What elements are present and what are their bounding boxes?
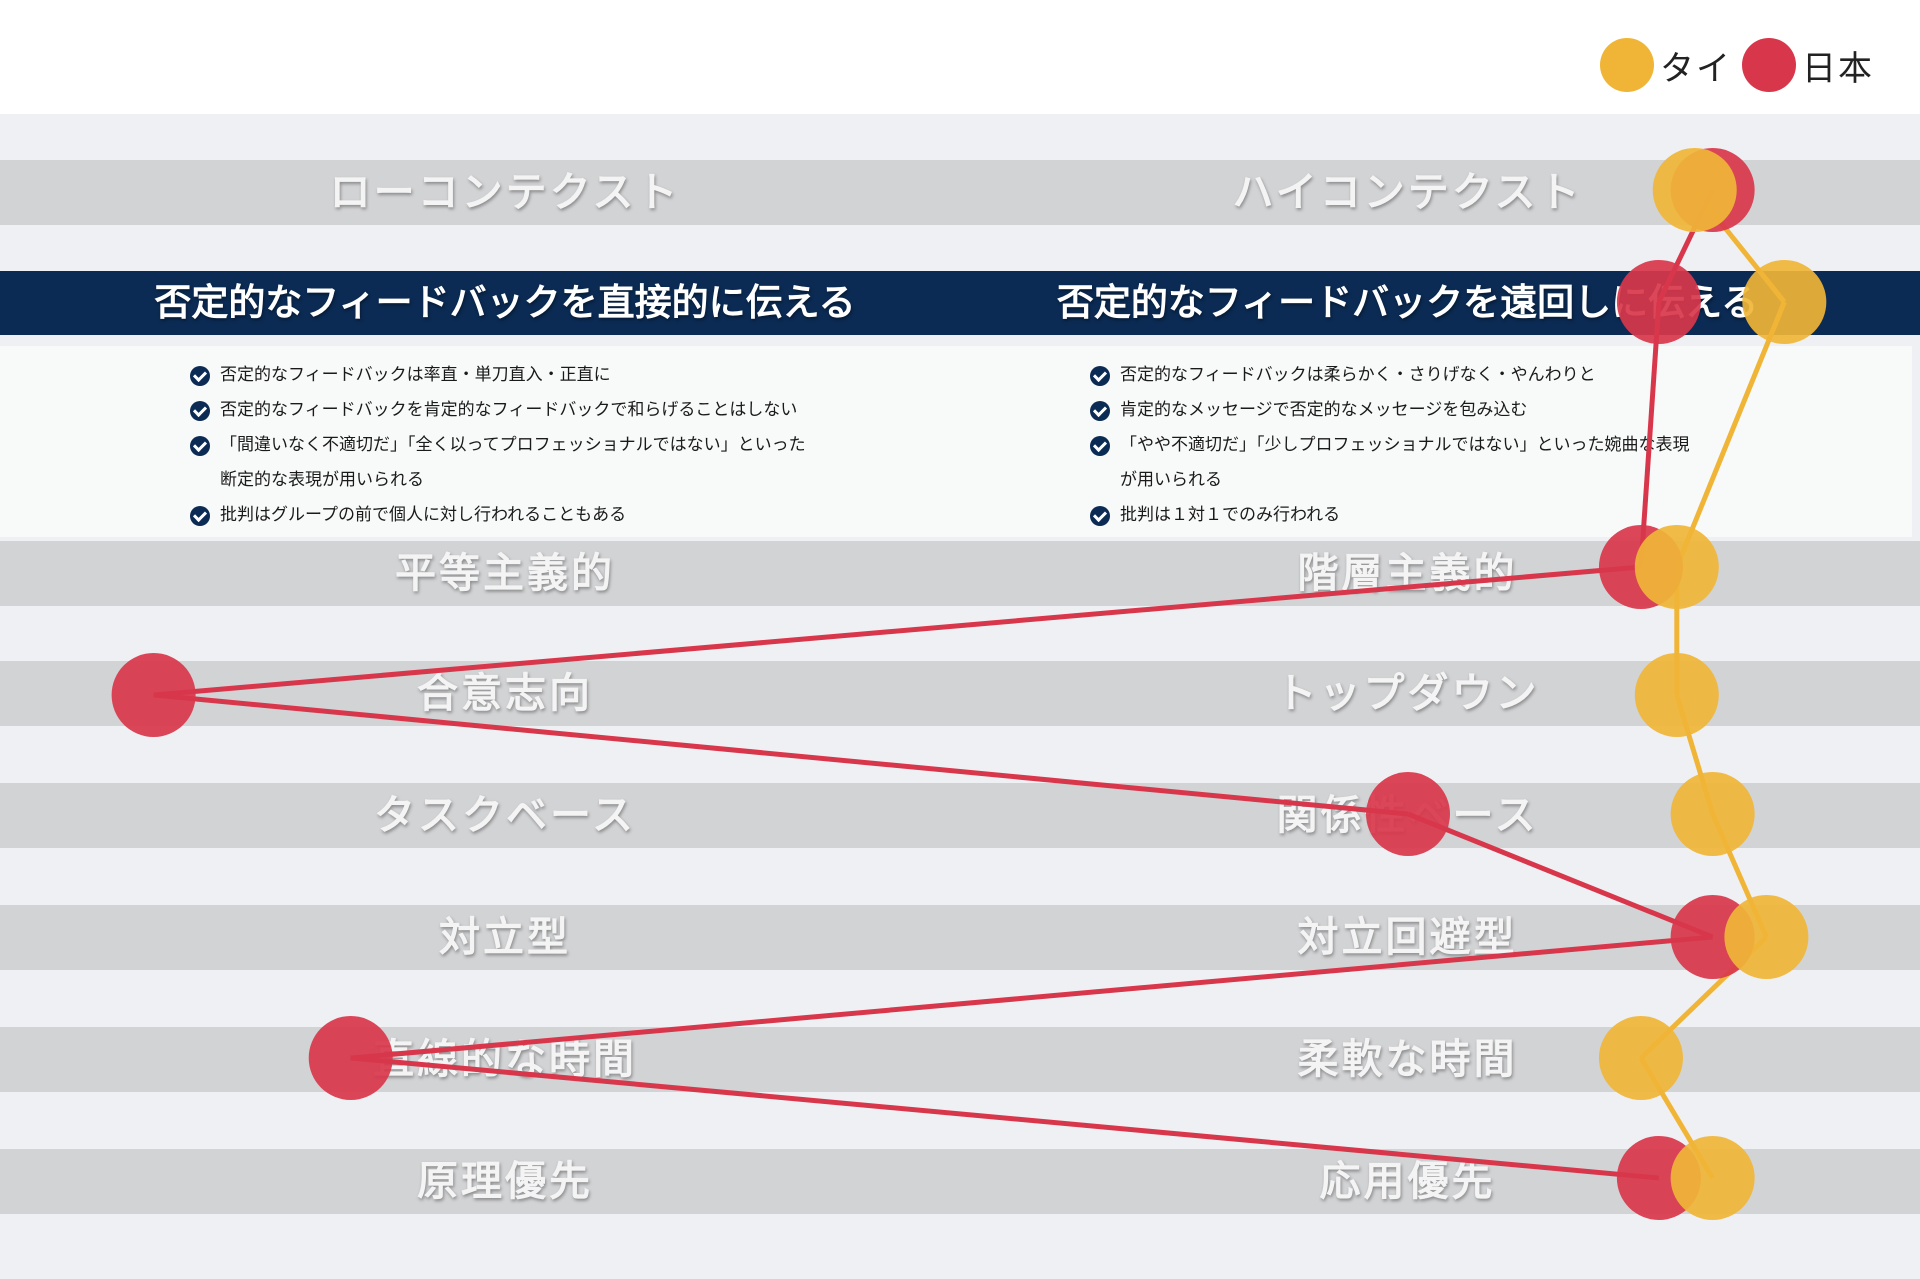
detail-box	[0, 346, 1912, 537]
thailand-data-point	[1598, 1016, 1683, 1100]
check-icon	[190, 401, 210, 421]
detail-item: 批判はグループの前で個人に対し行われることもある	[190, 498, 806, 533]
detail-list-left: 否定的なフィードバックは率直・単刀直入・正直に 否定的なフィードバックを肯定的な…	[190, 358, 806, 533]
japan-data-point	[111, 653, 196, 737]
row-left-label: ローコンテクスト	[329, 168, 681, 216]
check-icon	[1090, 366, 1110, 386]
japan-data-point	[1616, 260, 1701, 344]
row-left-label: 否定的なフィードバックを直接的に伝える	[154, 281, 856, 324]
japan-data-point	[1366, 772, 1450, 856]
check-icon	[1090, 436, 1110, 456]
row-band	[0, 1149, 1920, 1214]
row-band	[0, 661, 1920, 726]
thailand-data-point	[1634, 653, 1719, 737]
check-icon	[190, 366, 210, 386]
row-right-label: 対立回避型	[1297, 913, 1518, 961]
thailand-data-point	[1742, 260, 1827, 344]
detail-item: 否定的なフィードバックを肯定的なフィードバックで和らげることはしない	[190, 393, 806, 428]
row-band	[0, 783, 1920, 848]
detail-item: 否定的なフィードバックは柔らかく・さりげなく・やんわりと	[1090, 358, 1690, 393]
japan-line-segment	[350, 1055, 1660, 1181]
japan-line-segment	[153, 692, 1409, 817]
row-left-label: 平等主義的	[395, 549, 615, 597]
row-right-label: トップダウン	[1275, 669, 1540, 717]
legend-item-thailand: タイ	[1600, 38, 1732, 92]
detail-item: 否定的なフィードバックは率直・単刀直入・正直に	[190, 358, 806, 393]
detail-item: 「やや不適切だ」「少しプロフェッショナルではない」といった婉曲な表現が用いられる	[1090, 428, 1690, 498]
row-right-label: 柔軟な時間	[1297, 1035, 1518, 1083]
legend: タイ 日本	[1600, 38, 1884, 92]
japan-line-segment	[1407, 811, 1714, 940]
detail-item: 批判は１対１でのみ行われる	[1090, 498, 1690, 533]
check-icon	[190, 436, 210, 456]
detail-list-right: 否定的なフィードバックは柔らかく・さりげなく・やんわりと 肯定的なメッセージで否…	[1090, 358, 1690, 533]
detail-item: 肯定的なメッセージで否定的なメッセージを包み込む	[1090, 393, 1690, 428]
thailand-data-point	[1724, 895, 1809, 979]
legend-item-japan: 日本	[1742, 38, 1874, 92]
detail-item: 「間違いなく不適切だ」「全く以ってプロフェッショナルではない」といった断定的な表…	[190, 428, 806, 498]
legend-swatch	[1600, 38, 1654, 92]
check-icon	[1090, 506, 1110, 526]
row-left-label: 原理優先	[417, 1157, 593, 1205]
row-left-label: 合意志向	[417, 669, 593, 717]
highlighted-row-band	[0, 271, 1920, 335]
row-left-label: タスクベース	[374, 791, 636, 839]
row-band	[0, 905, 1920, 970]
thailand-data-point	[1652, 148, 1737, 232]
japan-data-point	[308, 1016, 393, 1100]
legend-label: タイ	[1660, 48, 1732, 89]
row-right-label: ハイコンテクスト	[1232, 168, 1583, 216]
row-band	[0, 160, 1920, 225]
thailand-data-point	[1670, 772, 1755, 856]
thailand-line-segment	[1674, 301, 1787, 568]
thailand-data-point	[1634, 525, 1719, 609]
thailand-data-point	[1670, 1136, 1755, 1220]
check-icon	[1090, 401, 1110, 421]
legend-label: 日本	[1802, 48, 1874, 89]
row-right-label: 応用優先	[1319, 1157, 1496, 1205]
row-left-label: 対立型	[439, 913, 571, 961]
check-icon	[190, 506, 210, 526]
japan-line-segment	[153, 564, 1642, 698]
legend-swatch	[1742, 38, 1796, 92]
japan-line-segment	[350, 934, 1713, 1061]
japan-line-segment	[1638, 301, 1662, 568]
